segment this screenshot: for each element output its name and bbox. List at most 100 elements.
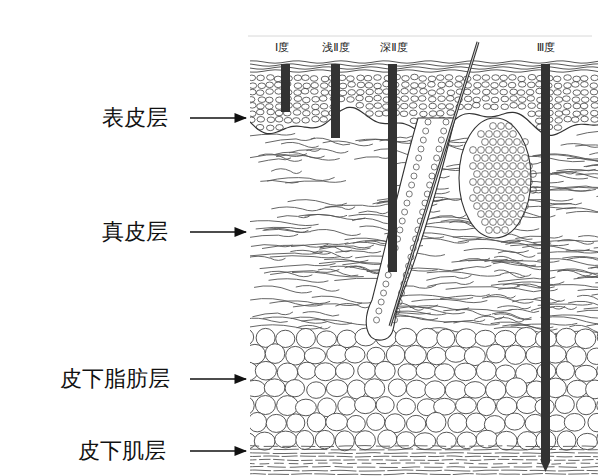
gland-cell (498, 155, 505, 162)
epidermal-cell (572, 82, 580, 88)
fat-cell (435, 364, 455, 381)
gland-cell (498, 139, 505, 146)
collagen-fiber (290, 250, 330, 254)
epidermal-cell (418, 96, 426, 102)
fat-cell (388, 379, 406, 397)
collagen-fiber (271, 207, 321, 211)
gland-cell (486, 163, 493, 170)
epidermal-cell (339, 83, 347, 89)
collagen-fiber (584, 306, 598, 309)
follicle-cell (431, 164, 437, 170)
epidermal-cell (455, 76, 463, 82)
epidermal-cell (266, 89, 274, 95)
epidermal-cell (294, 83, 302, 89)
burn-depth-bars (281, 64, 550, 472)
gland-cell (526, 179, 533, 186)
follicle-cell (443, 119, 449, 125)
epidermal-cell (267, 109, 275, 115)
epidermal-cell (364, 75, 372, 81)
fat-cell (455, 363, 477, 381)
fat-cell (426, 412, 446, 432)
epidermal-cell (590, 89, 598, 95)
epidermal-cell (321, 76, 329, 82)
collagen-fiber (464, 248, 529, 252)
follicle-cell (425, 119, 431, 125)
fat-cell (466, 413, 486, 432)
fat-cell (425, 381, 445, 399)
fat-cell (567, 380, 587, 397)
epidermal-cell (374, 95, 382, 101)
collagen-fiber (319, 245, 374, 249)
epidermal-cell (482, 96, 490, 102)
collagen-fiber (584, 165, 598, 168)
gland-cell (494, 147, 501, 154)
epidermal-cell (302, 117, 310, 123)
epidermal-cell (302, 104, 310, 110)
collagen-fiber (589, 152, 598, 155)
fat-cell (517, 432, 537, 450)
epidermal-cell (312, 96, 320, 102)
epidermal-cell (518, 76, 526, 82)
gland-cell (510, 211, 517, 218)
collagen-fiber (591, 293, 598, 296)
fat-cell (505, 413, 525, 430)
epidermal-cell (518, 97, 526, 103)
fat-cell (405, 345, 427, 365)
epidermal-cell (310, 76, 318, 82)
epidermal-cell (446, 96, 454, 102)
fat-cell (556, 328, 577, 347)
epidermal-cell (528, 111, 536, 117)
fat-cell (297, 362, 316, 379)
gland-cell (486, 227, 493, 234)
epidermal-cell (573, 76, 581, 82)
fat-cell (277, 396, 299, 416)
gland-cell (498, 219, 505, 226)
collagen-fiber (269, 279, 329, 283)
epidermal-cell (420, 88, 428, 94)
gland-cell (518, 163, 525, 170)
collagen-fiber (271, 169, 302, 174)
fat-cell (506, 378, 527, 398)
epidermal-cell (438, 96, 446, 102)
fat-cell (315, 430, 334, 448)
epidermal-cell (518, 104, 526, 110)
gland-cell (510, 131, 517, 138)
follicle-cell (441, 128, 447, 134)
epidermal-cell (429, 103, 437, 109)
epidermal-cell (428, 82, 436, 88)
gland-cell (474, 155, 481, 162)
fat-cell (464, 382, 485, 399)
gland-cell (470, 179, 477, 186)
collagen-fiber (494, 318, 524, 323)
collagen-fiber (299, 214, 366, 219)
fat-cell (564, 413, 585, 431)
epidermal-cell (401, 88, 409, 94)
depth-bar (388, 64, 397, 272)
epidermal-cell (256, 90, 264, 96)
epidermal-cell (347, 97, 355, 103)
collagen-fiber (350, 266, 383, 273)
collagen-fiber (252, 312, 293, 317)
epidermal-cell (483, 104, 491, 110)
epidermal-cell (447, 110, 455, 116)
epidermal-cell (555, 118, 563, 124)
epidermal-cell (348, 90, 356, 96)
epidermal-cell (293, 103, 301, 109)
gland-cell (482, 219, 489, 226)
follicle-cell (420, 137, 426, 143)
fat-cell (266, 414, 286, 432)
fat-cell (250, 412, 267, 431)
fat-cell (355, 431, 376, 450)
follicle-cell (434, 155, 440, 161)
epidermal-cell (591, 103, 598, 109)
follicle-cell (436, 146, 442, 152)
epidermal-cell (554, 104, 562, 110)
epidermal-cell (410, 89, 418, 95)
gland-cell (498, 187, 505, 194)
follicle-outline (366, 118, 455, 340)
leader-arrow (190, 450, 246, 452)
follicle-cell (429, 173, 435, 179)
epidermal-cell (499, 81, 507, 87)
collagen-fiber (453, 236, 521, 242)
